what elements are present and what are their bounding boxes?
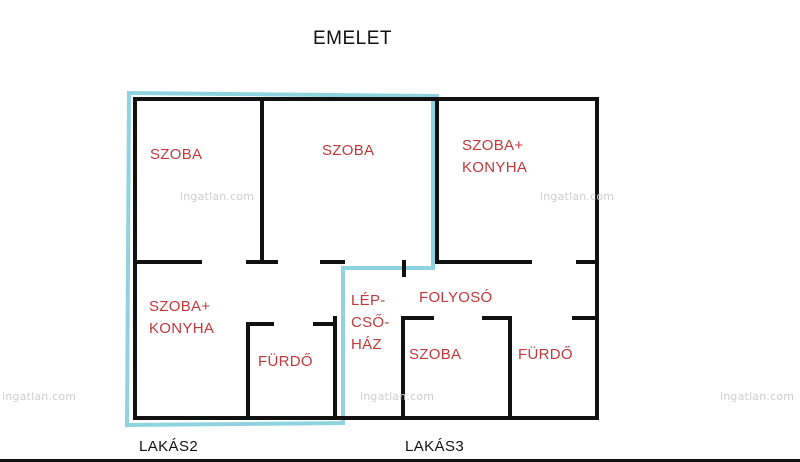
watermark: ingatlan.com (540, 190, 615, 203)
room-label-line: SZOBA+ (462, 137, 524, 154)
room-label-furdo-left: FÜRDŐ (258, 353, 313, 370)
unit-outline-left (124, 90, 132, 428)
room-label-szoba-top-left: SZOBA (150, 146, 203, 163)
room-label-szoba-konyha-left: SZOBA+ KONYHA (149, 296, 214, 340)
unit-label-lakas2: LAKÁS2 (139, 438, 199, 455)
room-label-folyoso: FOLYOSÓ (419, 289, 493, 306)
room-label-szoba-top-mid: SZOBA (322, 142, 375, 159)
watermark: ingatlan.com (180, 190, 255, 203)
watermark: ingatlan.com (720, 390, 795, 403)
room-label-szoba-bottom: SZOBA (409, 346, 462, 363)
room-label-line: SZOBA+ (149, 298, 211, 315)
watermark: ingatlan.com (360, 390, 435, 403)
room-label-lepcsohaz: LÉP- CSŐ- HÁZ (351, 290, 390, 356)
room-label-line: KONYHA (462, 159, 528, 176)
unit-label-lakas3: LAKÁS3 (405, 438, 465, 455)
room-label-line: LÉP- (351, 292, 386, 309)
room-label-szoba-konyha-top-right: SZOBA+ KONYHA (462, 135, 527, 179)
unit-outline (124, 90, 440, 428)
walls (133, 97, 599, 420)
bottom-edge-line (0, 459, 800, 462)
room-label-line: HÁZ (351, 336, 382, 353)
room-label-furdo-right: FÜRDŐ (518, 346, 573, 363)
watermark: ingatlan.com (2, 390, 77, 403)
room-label-line: KONYHA (149, 320, 215, 337)
floor-title: EMELET (313, 28, 393, 49)
unit-outline-top (126, 90, 440, 99)
room-label-line: CSŐ- (351, 314, 390, 331)
unit-outline-bottom (124, 420, 346, 428)
